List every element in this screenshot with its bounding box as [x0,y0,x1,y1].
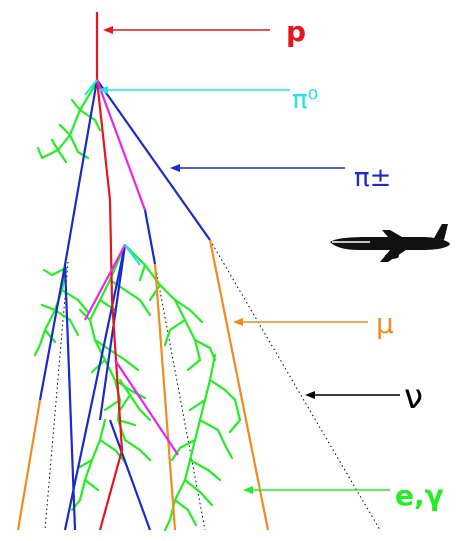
pion-track [63,79,99,266]
pion-track [63,244,127,531]
magenta-tracks [84,79,179,456]
muon-label: μ [376,307,394,340]
neutral-pion-tracks [84,79,141,266]
charged-pion-label: π± [354,163,391,193]
em-shower-lower-left [70,418,127,512]
neutral-pion-label: π⁰ [292,85,318,115]
pion-track [143,209,157,265]
muon-track [153,263,177,531]
em-label: e,γ [395,479,444,512]
neutrino-track [44,261,69,531]
charged-pion-tracks [38,79,211,531]
magenta-track [84,244,126,321]
muon-track [208,239,270,531]
neutrino-arrowhead [305,391,315,399]
em-shower-top-left [36,80,102,164]
proton-arrowhead [103,26,113,34]
em-shower-magenta [118,378,152,422]
neutrino-track [209,239,381,531]
label-arrows [98,26,400,494]
pion-arrowhead [170,164,180,172]
neutrino-label: ν [404,377,423,417]
pion-track [108,419,152,531]
em-shower-left [33,266,90,357]
muon-arrowhead [233,318,243,326]
pion-track [98,244,127,421]
pi0-track [84,79,98,96]
pi0-track [124,244,141,266]
proton-track [95,12,124,531]
pion-track [96,79,211,241]
magenta-track [114,359,179,456]
pion-track [38,264,67,401]
muon-tracks [16,239,270,531]
proton-remnant [95,79,124,531]
em-arrowhead [243,486,253,494]
proton-label: p [286,15,306,48]
em-shower-right-center [123,243,217,372]
airplane-icon [330,224,450,262]
neutrino-tracks [44,239,381,531]
em-shower-right-lower [163,353,242,532]
magenta-track [95,79,147,211]
neutrino-track [154,263,206,531]
muon-track [16,399,42,531]
pi0-arrowhead [98,86,108,94]
